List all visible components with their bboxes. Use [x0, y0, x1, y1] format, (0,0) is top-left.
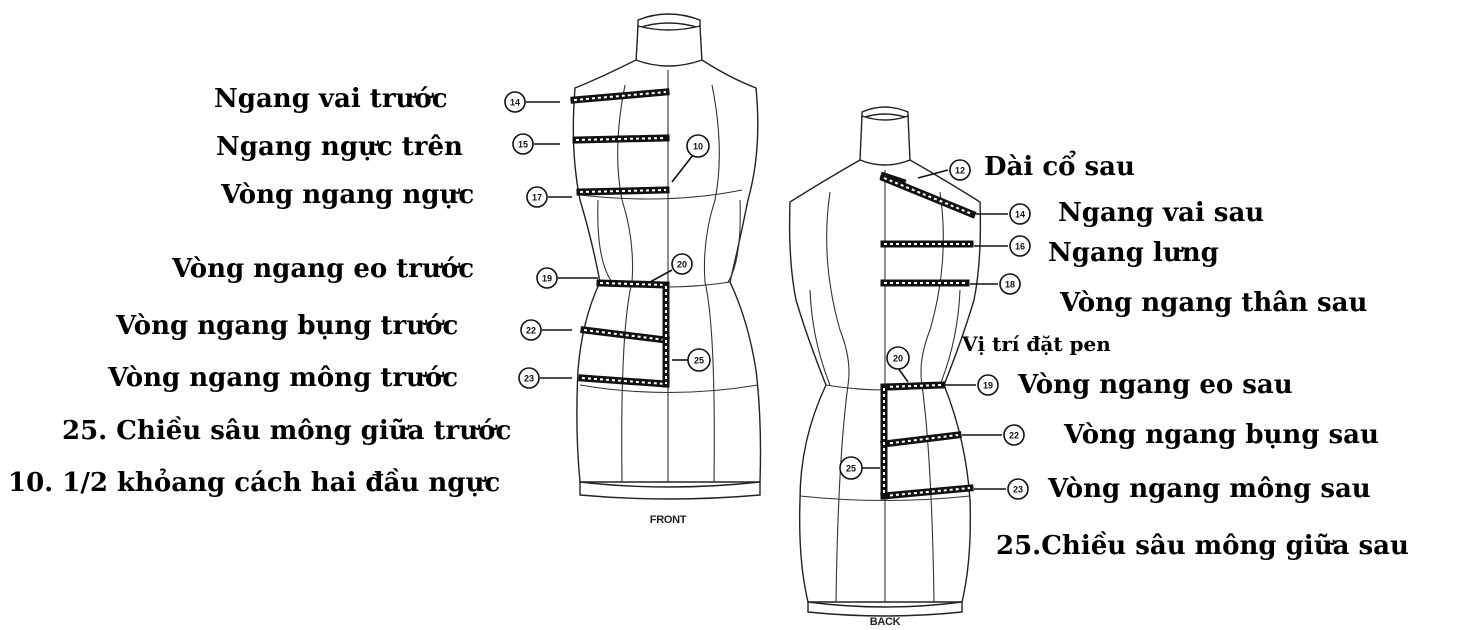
back-badge: 19	[983, 381, 993, 391]
back-badge: 12	[955, 166, 965, 176]
front-badge: 20	[677, 260, 687, 270]
label-back-neck: Dài cổ sau	[984, 152, 1135, 182]
label-back-dart: Vị trí đặt pen	[962, 332, 1111, 356]
label-front-apex: 10. 1/2 khỏang cách hai đầu ngực	[8, 468, 501, 498]
label-front-waist: Vòng ngang eo trước	[172, 254, 475, 284]
label-back-width: Ngang lưng	[1048, 238, 1219, 268]
front-neck	[635, 25, 703, 69]
label-back-shoulder: Ngang vai sau	[1058, 198, 1265, 228]
front-badge: 15	[518, 140, 528, 150]
label-front-bust: Vòng ngang ngực	[221, 180, 475, 210]
label-front-upper-chest: Ngang ngực trên	[216, 132, 463, 162]
back-skirt-base	[807, 601, 963, 617]
front-badge: 23	[524, 374, 534, 384]
label-front-hip: Vòng ngang mông trước	[108, 363, 459, 393]
back-neck	[859, 115, 911, 167]
back-neck-cap	[861, 106, 909, 119]
back-badge: 22	[1009, 431, 1019, 441]
label-back-hip: Vòng ngang mông sau	[1048, 474, 1371, 504]
label-front-shoulder: Ngang vai trước	[214, 84, 448, 114]
label-back-hip-depth: 25.Chiều sâu mông giữa sau	[996, 531, 1409, 561]
front-badge: 17	[532, 193, 542, 203]
back-caption: BACK	[870, 616, 901, 628]
back-badge: 25	[846, 464, 856, 474]
back-badge: 18	[1005, 280, 1015, 290]
back-badge: 14	[1015, 210, 1025, 220]
back-badge: 16	[1015, 242, 1025, 252]
label-back-body: Vòng ngang thân sau	[1060, 288, 1368, 318]
back-badge: 20	[893, 354, 903, 364]
label-front-belly: Vòng ngang bụng trước	[116, 311, 459, 341]
front-badge: 22	[526, 326, 536, 336]
front-caption: FRONT	[650, 514, 687, 526]
front-badge: 10	[693, 142, 703, 152]
front-badge: 19	[542, 274, 552, 284]
front-neck-cap	[637, 13, 701, 29]
front-skirt-base	[579, 481, 761, 500]
label-front-hip-depth: 25. Chiều sâu mông giữa trước	[62, 416, 512, 446]
front-badge: 25	[694, 356, 704, 366]
front-badge: 14	[510, 98, 520, 108]
label-back-waist: Vòng ngang eo sau	[1018, 370, 1293, 400]
front-torso	[572, 59, 762, 483]
back-dress-form: 12 14 16 18 20 19 22 23 25	[788, 106, 1031, 628]
back-badge: 23	[1013, 485, 1023, 495]
label-back-belly: Vòng ngang bụng sau	[1064, 420, 1379, 450]
front-dress-form: 14 15 17 10 19 20 22 23 25	[504, 13, 762, 526]
